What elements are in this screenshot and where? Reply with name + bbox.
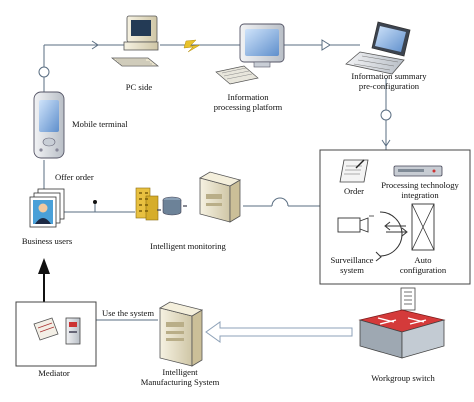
manufacturing-server-icon bbox=[158, 301, 204, 367]
processing-technology-icon bbox=[393, 165, 443, 177]
label-auto-configuration-line2: configuration bbox=[399, 265, 447, 275]
chevron-right-icon bbox=[91, 40, 99, 50]
label-intelligent-manufacturing-line2: Manufacturing System bbox=[140, 377, 220, 387]
business-users-icon bbox=[29, 188, 65, 228]
label-processing-technology-line1: Processing technology bbox=[381, 180, 459, 190]
junction-circle-right bbox=[380, 109, 392, 121]
label-auto-configuration-line1: Auto bbox=[414, 255, 432, 265]
flow-arrow-left bbox=[205, 321, 353, 343]
surveillance-camera-icon bbox=[337, 215, 374, 233]
order-icon bbox=[339, 159, 369, 183]
loop-connector bbox=[271, 197, 289, 207]
label-information-summary-line2: pre-configuration bbox=[358, 81, 420, 91]
label-mediator: Mediator bbox=[38, 368, 70, 378]
label-use-the-system: Use the system bbox=[102, 308, 155, 318]
junction-dot bbox=[93, 200, 97, 204]
label-pc-side: PC side bbox=[125, 82, 153, 92]
label-surveillance-line2: system bbox=[340, 265, 364, 275]
junction-circle-left bbox=[38, 66, 50, 78]
mobile-terminal-icon bbox=[33, 91, 65, 159]
workgroup-switch-icon bbox=[358, 287, 446, 359]
label-order: Order bbox=[343, 186, 365, 196]
label-processing-technology-line2: integration bbox=[401, 190, 439, 200]
intelligent-monitoring-icon bbox=[135, 171, 242, 223]
label-intelligent-monitoring: Intelligent monitoring bbox=[150, 241, 226, 251]
chevron-right-icon bbox=[321, 39, 331, 51]
lightning-icon bbox=[183, 39, 201, 53]
connector-markers bbox=[38, 39, 392, 207]
label-mobile-terminal: Mobile terminal bbox=[72, 119, 128, 129]
label-information-platform-line2: processing platform bbox=[213, 102, 283, 112]
upward-arrow bbox=[38, 258, 50, 304]
label-information-summary-line1: Information summary bbox=[351, 71, 427, 81]
label-information-platform-line1: Information bbox=[227, 92, 269, 102]
label-business-users: Business users bbox=[21, 236, 73, 246]
mediator-card-icon bbox=[33, 317, 59, 341]
label-intelligent-manufacturing-line1: Intelligent bbox=[162, 367, 198, 377]
pc-side-icon bbox=[111, 15, 159, 67]
information-platform-icon bbox=[215, 23, 285, 85]
label-offer-order: Offer order bbox=[55, 172, 94, 182]
auto-configuration-icon bbox=[411, 203, 435, 251]
mediator-device-icon bbox=[65, 317, 81, 345]
label-surveillance-line1: Surveillance bbox=[330, 255, 374, 265]
label-workgroup-switch: Workgroup switch bbox=[371, 373, 435, 383]
cycle-arrows bbox=[375, 211, 408, 262]
laptop-icon bbox=[345, 21, 411, 75]
chevron-down-icon bbox=[381, 139, 391, 147]
